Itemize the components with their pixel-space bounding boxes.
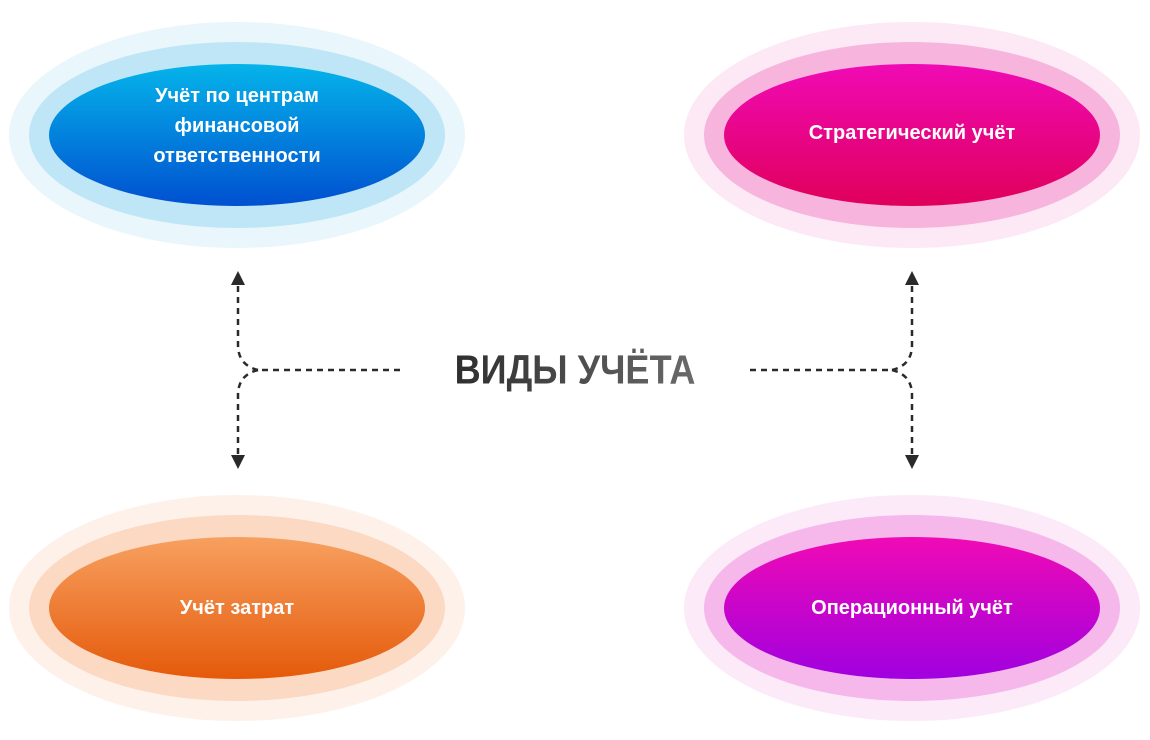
- node-strategic-shape: [684, 22, 1140, 248]
- connector-left-down: [231, 368, 259, 469]
- label-line: Операционный учёт: [811, 597, 1013, 619]
- node-operational-shape: [684, 495, 1140, 721]
- connector-left-up: [231, 271, 259, 372]
- node-costs-label: Учёт затрат: [180, 593, 294, 623]
- label-line: Учёт по центрам: [155, 85, 319, 107]
- node-operational-label: Операционный учёт: [811, 593, 1013, 623]
- node-strategic-label: Стратегический учёт: [809, 118, 1016, 148]
- diagram-title: ВИДЫ УЧЁТА: [454, 346, 696, 393]
- node-responsibility-shape: [9, 22, 465, 248]
- connector-right-up: [891, 271, 919, 372]
- label-line: Учёт затрат: [179, 597, 295, 619]
- label-line: финансовой: [174, 115, 300, 137]
- label-line: Стратегический учёт: [808, 122, 1016, 144]
- connector-right-down: [891, 368, 919, 469]
- node-responsibility-label: Учёт по центрам финансовой ответственнос…: [153, 81, 320, 171]
- node-costs-shape: [9, 495, 465, 721]
- label-line: ответственности: [153, 145, 321, 167]
